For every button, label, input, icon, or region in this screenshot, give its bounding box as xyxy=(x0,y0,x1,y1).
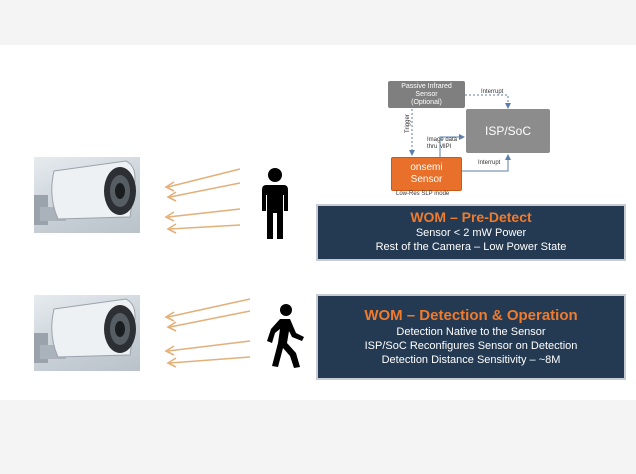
security-camera-icon xyxy=(34,157,140,233)
motion-waves-top xyxy=(164,168,241,234)
pir-sensor-label-3: (Optional) xyxy=(411,98,442,106)
image-data-arrow xyxy=(439,134,465,157)
low-res-mode-label: Low-Res SLP mode xyxy=(396,191,450,197)
image-data-label-2: thru MIPI xyxy=(427,144,452,150)
pre-detect-line-2: Rest of the Camera – Low Power State xyxy=(375,241,567,253)
interrupt-bottom-arrow xyxy=(462,154,511,172)
diagram-connectors xyxy=(409,94,511,172)
image-data-label-1: Image data xyxy=(427,137,458,143)
person-standing-icon xyxy=(262,168,288,239)
detection-line-3: Detection Distance Sensitivity – ~8M xyxy=(381,354,561,366)
slide: Passive Infrared Sensor (Optional) ISP/S… xyxy=(0,45,636,400)
pre-detect-line-1: Sensor < 2 mW Power xyxy=(415,227,527,239)
interrupt-top-arrow xyxy=(465,94,511,109)
onsemi-label-1: onsemi xyxy=(410,162,443,173)
pir-sensor-label-1: Passive Infrared xyxy=(401,82,452,90)
interrupt-bottom-label: Interrupt xyxy=(478,160,501,166)
onsemi-sensor-box: onsemi Sensor xyxy=(391,157,462,191)
onsemi-label-2: Sensor xyxy=(410,174,443,185)
person-walking-icon xyxy=(267,304,304,368)
detection-line-2: ISP/SoC Reconfigures Sensor on Detection xyxy=(364,340,578,352)
security-camera-icon xyxy=(34,295,140,371)
detection-box: WOM – Detection & Operation Detection Na… xyxy=(316,294,626,380)
isp-soc-label: ISP/SoC xyxy=(484,124,532,138)
isp-soc-box: ISP/SoC xyxy=(466,109,550,153)
detection-title: WOM – Detection & Operation xyxy=(364,307,578,324)
pre-detect-title: WOM – Pre-Detect xyxy=(410,209,532,225)
pir-sensor-box: Passive Infrared Sensor (Optional) xyxy=(388,81,465,108)
pre-detect-box: WOM – Pre-Detect Sensor < 2 mW Power Res… xyxy=(316,204,626,261)
detection-line-1: Detection Native to the Sensor xyxy=(396,326,546,338)
image-data-label: Image data thru MIPI xyxy=(427,137,461,151)
interrupt-top-label: Interrupt xyxy=(481,89,504,95)
pir-sensor-label-2: Sensor xyxy=(415,90,438,98)
motion-waves-bottom xyxy=(164,298,251,368)
